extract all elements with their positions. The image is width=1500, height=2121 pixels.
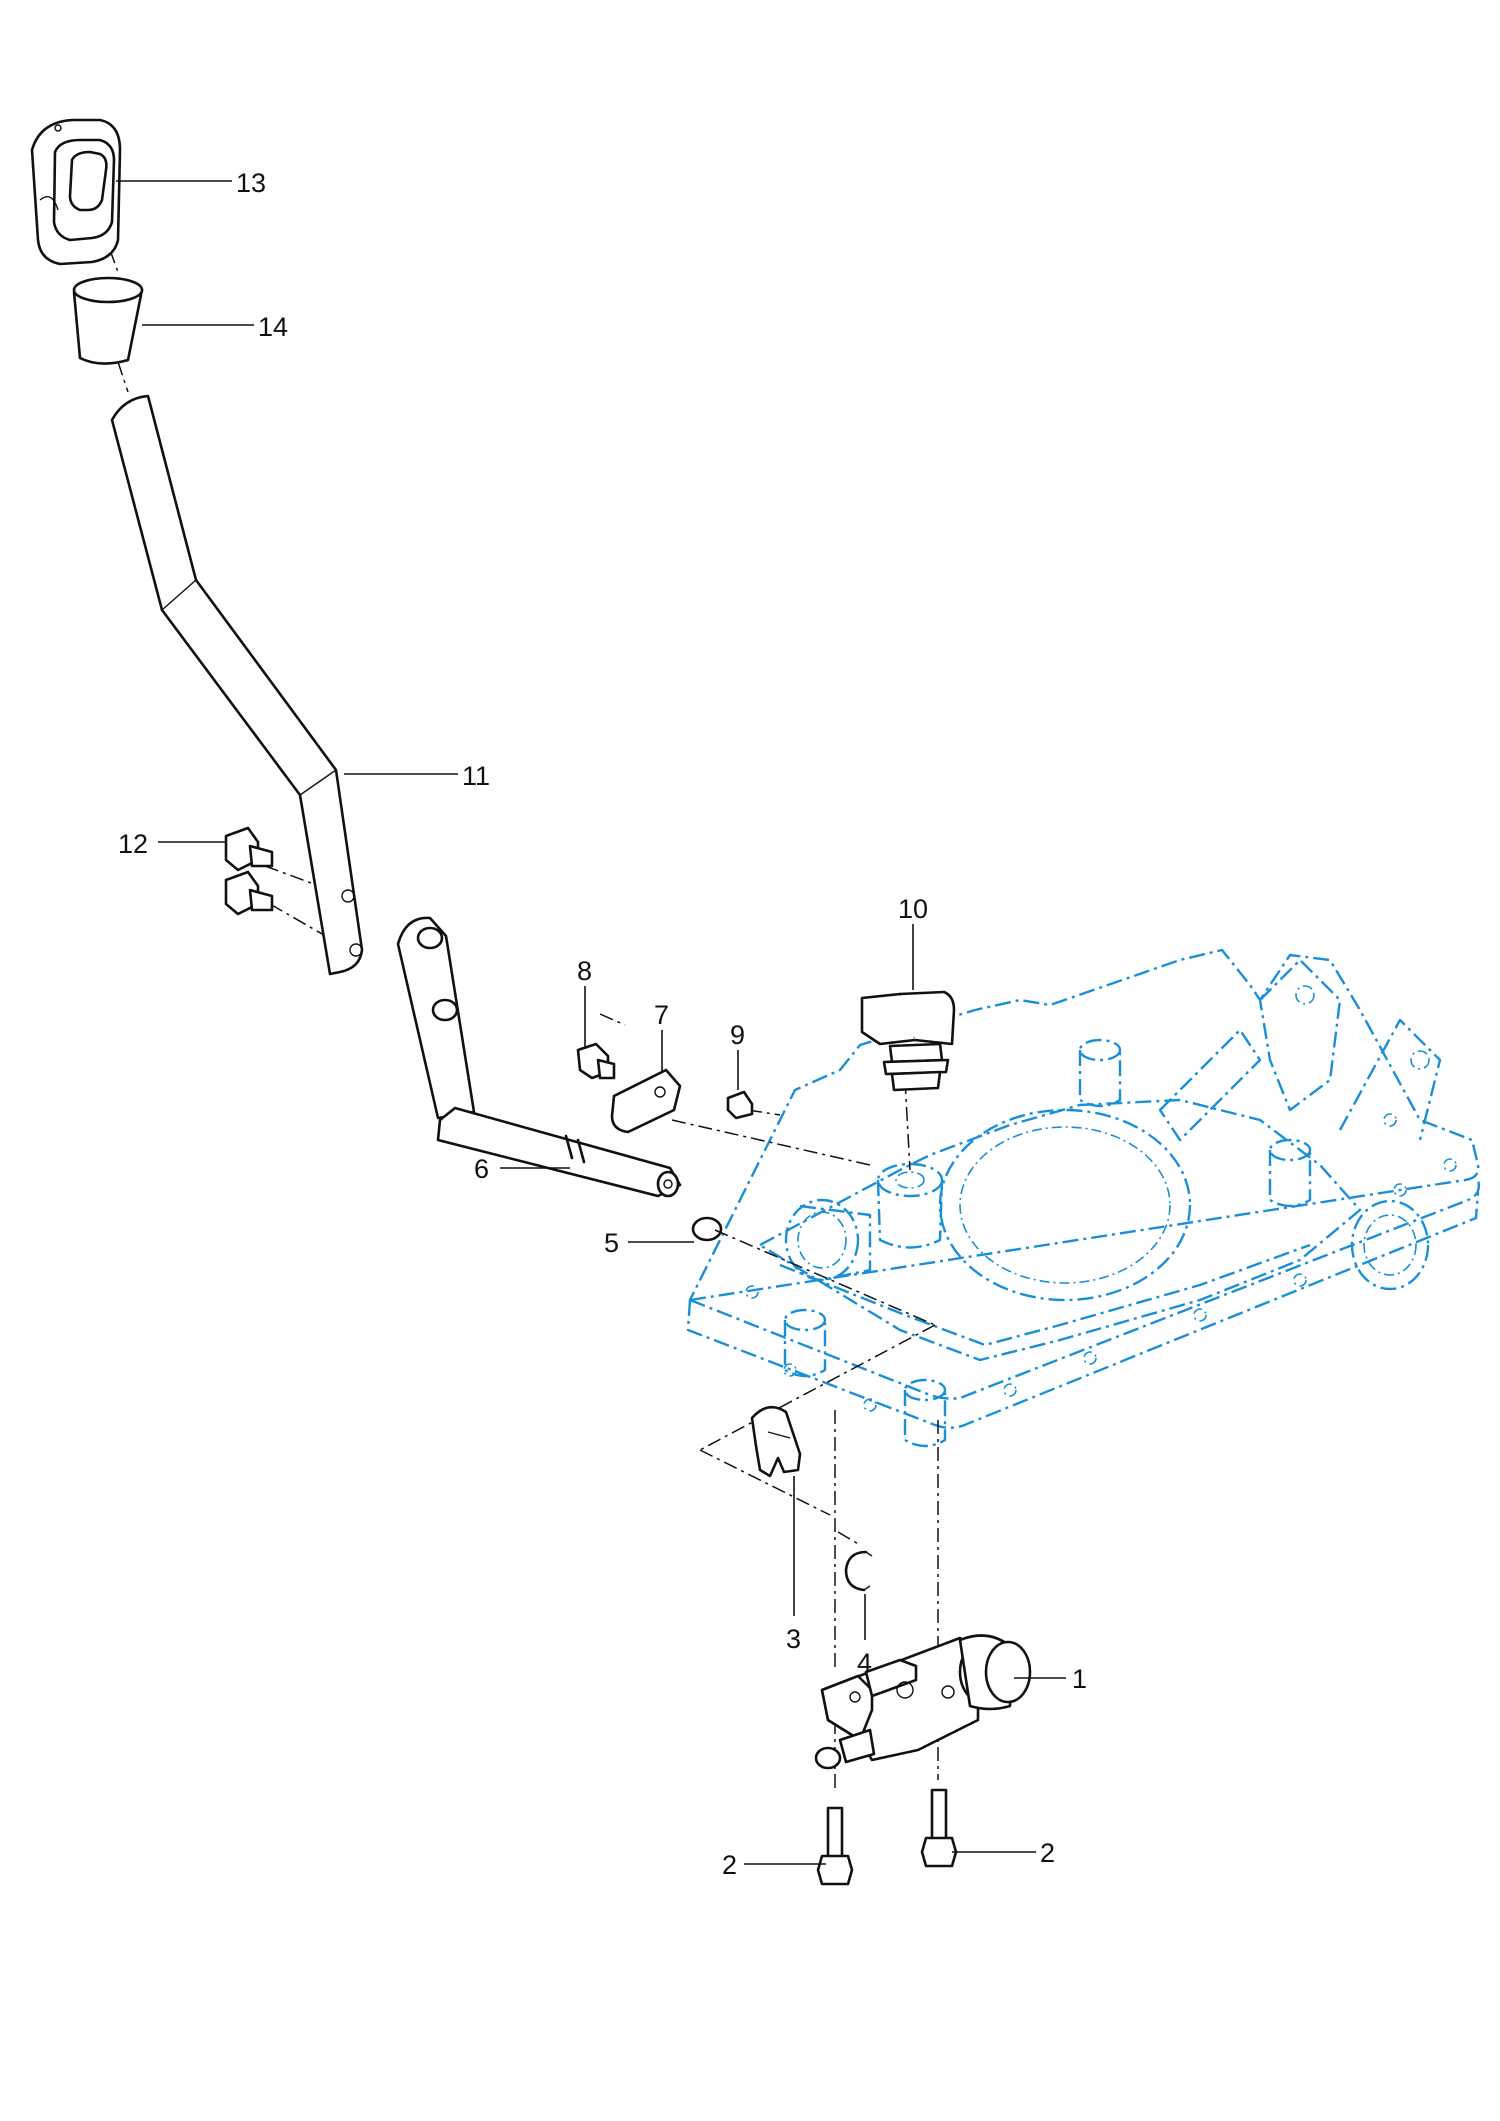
callout-9: 9 — [730, 1020, 745, 1050]
knob-part-13 — [30, 118, 122, 266]
callout-11: 11 — [462, 761, 490, 791]
plate-part-7 — [610, 1068, 682, 1134]
bolts-part-2 — [816, 1788, 958, 1886]
fork-part-3 — [750, 1405, 802, 1478]
callout-10: 10 — [898, 894, 928, 924]
valve-body-part-1 — [814, 1634, 1032, 1770]
callout-2-right: 2 — [1040, 1838, 1055, 1868]
callout-12: 12 — [118, 829, 148, 859]
lever-part-11 — [110, 394, 364, 976]
callout-4: 4 — [857, 1648, 872, 1678]
callout-8: 8 — [577, 956, 592, 986]
callout-14: 14 — [258, 312, 288, 342]
sleeve-part-14 — [72, 276, 144, 365]
callout-7: 7 — [654, 1000, 669, 1030]
shaft-part-6 — [396, 916, 682, 1198]
switch-part-10 — [860, 990, 956, 1092]
circlip-part-4 — [844, 1550, 873, 1592]
o-ring-part-5 — [691, 1216, 723, 1242]
leader-lines — [116, 180, 1066, 1865]
callout-5: 5 — [604, 1228, 619, 1258]
plug-part-9 — [726, 1090, 754, 1120]
callout-6: 6 — [474, 1154, 489, 1184]
callout-13: 13 — [236, 168, 266, 198]
assembly-lines — [109, 249, 939, 1790]
phantom-housing — [686, 948, 1481, 1448]
screw-part-8 — [576, 1042, 616, 1080]
callout-labels: 13 14 11 12 10 8 7 9 6 5 3 4 1 2 2 — [118, 168, 1087, 1880]
bolts-part-12 — [224, 826, 274, 916]
callout-3: 3 — [786, 1624, 801, 1654]
callout-1: 1 — [1072, 1664, 1087, 1694]
callout-2-left: 2 — [722, 1850, 737, 1880]
